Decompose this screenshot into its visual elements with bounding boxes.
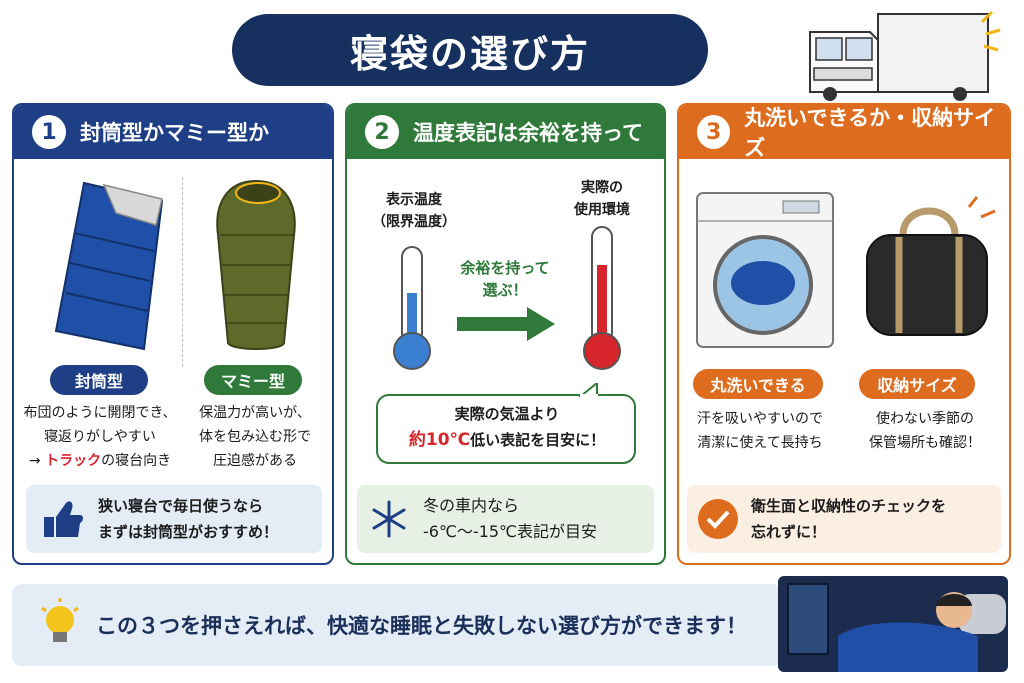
section-2-tip-line1: 冬の車内なら (423, 496, 520, 515)
margin-arrow-label: 余裕を持って 選ぶ！ (460, 259, 550, 299)
thermometer-red-icon (583, 226, 621, 370)
section-1-tip: 狭い寝台で毎日使うなら まずは封筒型がおすすめ！ (26, 485, 322, 553)
section-3-tip-line2: 忘れずに！ (751, 523, 827, 541)
washing-machine-image (696, 192, 834, 348)
section-2-number: 2 (365, 115, 399, 149)
section-3-tip: 衛生面と収納性のチェックを 忘れずに！ (687, 485, 1001, 553)
section-2-header: 2 温度表記は余裕を持って (347, 105, 664, 159)
rectangular-type-pill: 封筒型 (50, 365, 148, 395)
section-1-panel: 1 封筒型かマミー型か 封筒型 マミー型 布団のように開閉でき、 寝返りがしやす… (12, 103, 334, 565)
speech-bubble (376, 383, 636, 464)
lightbulb-icon (41, 598, 79, 642)
section-3-number: 3 (697, 115, 731, 149)
storage-size-pill: 収納サイズ (859, 369, 975, 399)
rectangular-sleeping-bag-image (54, 181, 164, 351)
section-1-heading: 封筒型かマミー型か (80, 121, 269, 145)
section-3-panel: 3 丸洗いできるか・収納サイズ 丸洗いできる 収納サイズ 汗を吸いやすいので 清… (677, 103, 1011, 565)
temperature-highlight: 約10℃ (408, 430, 471, 450)
snowflake-icon (372, 500, 406, 538)
rectangular-description: 布団のように開閉でき、 寝返りがしやすい → トラックの寝台向き (23, 405, 177, 469)
truck-illustration (809, 10, 1001, 101)
truck-highlight: トラック (45, 453, 102, 469)
actual-environment-label: 実際の 使用環境 (574, 180, 630, 218)
thumbs-up-icon (44, 501, 83, 537)
arrow-right-icon (457, 307, 555, 341)
mummy-type-pill: マミー型 (204, 365, 302, 395)
summary-banner: この３つを押さえれば、快適な睡眠と失敗しない選び方ができます！ (12, 584, 782, 666)
mummy-description: 保温力が高いが、 体を包み込む形で 圧迫感がある (199, 405, 311, 469)
thermometer-blue-icon (393, 246, 431, 370)
section-2-tip-line2: -6℃～-15℃表記が目安 (423, 522, 598, 541)
mummy-sleeping-bag-image (216, 179, 296, 350)
washable-pill: 丸洗いできる (693, 369, 823, 399)
checkmark-icon (698, 499, 738, 539)
section-1-tip-line2: まずは封筒型がおすすめ！ (98, 523, 279, 541)
sleeping-driver-image (778, 576, 1008, 672)
bubble-text: 実際の気温より 約10℃低い表記を目安に！ (408, 405, 606, 450)
summary-text: この３つを押さえれば、快適な睡眠と失敗しない選び方ができます！ (96, 614, 747, 638)
section-1-header: 1 封筒型かマミー型か (14, 105, 332, 159)
washable-description: 汗を吸いやすいので 清潔に使えて長持ち (697, 411, 823, 451)
section-1-number: 1 (32, 115, 66, 149)
section-3-header: 3 丸洗いできるか・収納サイズ (679, 105, 1009, 160)
section-2-tip: 冬の車内なら -6℃～-15℃表記が目安 (357, 485, 654, 553)
section-2-panel: 2 温度表記は余裕を持って 表示温度 （限界温度） 実際の 使用環境 余裕を持っ… (345, 103, 666, 565)
display-temperature-label: 表示温度 （限界温度） (372, 192, 456, 230)
section-2-heading: 温度表記は余裕を持って (413, 121, 643, 145)
section-3-heading: 丸洗いできるか・収納サイズ (744, 106, 996, 160)
section-3-tip-line1: 衛生面と収納性のチェックを (751, 497, 947, 515)
divider (182, 177, 183, 367)
section-1-tip-line1: 狭い寝台で毎日使うなら (98, 497, 264, 515)
storage-bag-image (866, 196, 996, 336)
storage-description: 使わない季節の 保管場所も確認！ (869, 411, 981, 451)
page-title: 寝袋の選び方 (232, 14, 708, 86)
